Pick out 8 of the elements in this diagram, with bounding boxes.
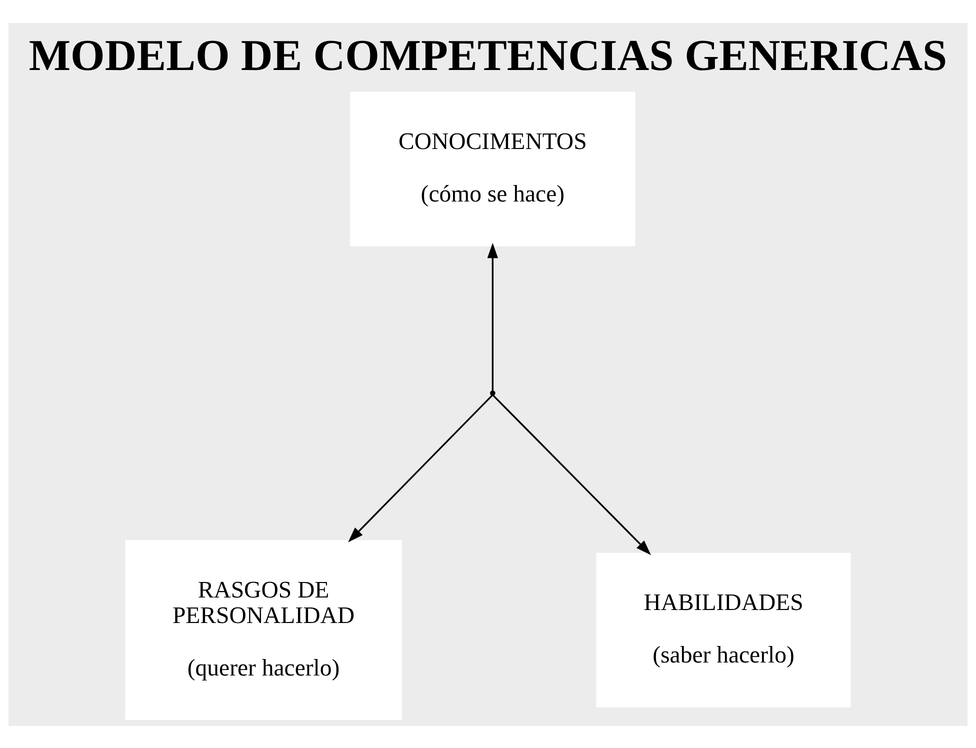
node-box: HABILIDADES (saber hacerlo) [596,552,851,707]
diagram-title: MODELO DE COMPETENCIAS GENERICAS [28,30,948,80]
arrow [492,394,652,555]
node-box: CONOCIMENTOS (cómo se hace) [350,91,636,246]
arrow [487,242,498,391]
node-point [490,390,496,396]
arrow [348,394,494,542]
node-box: RASGOS DE PERSONALIDAD (querer hacerlo) [125,540,402,720]
